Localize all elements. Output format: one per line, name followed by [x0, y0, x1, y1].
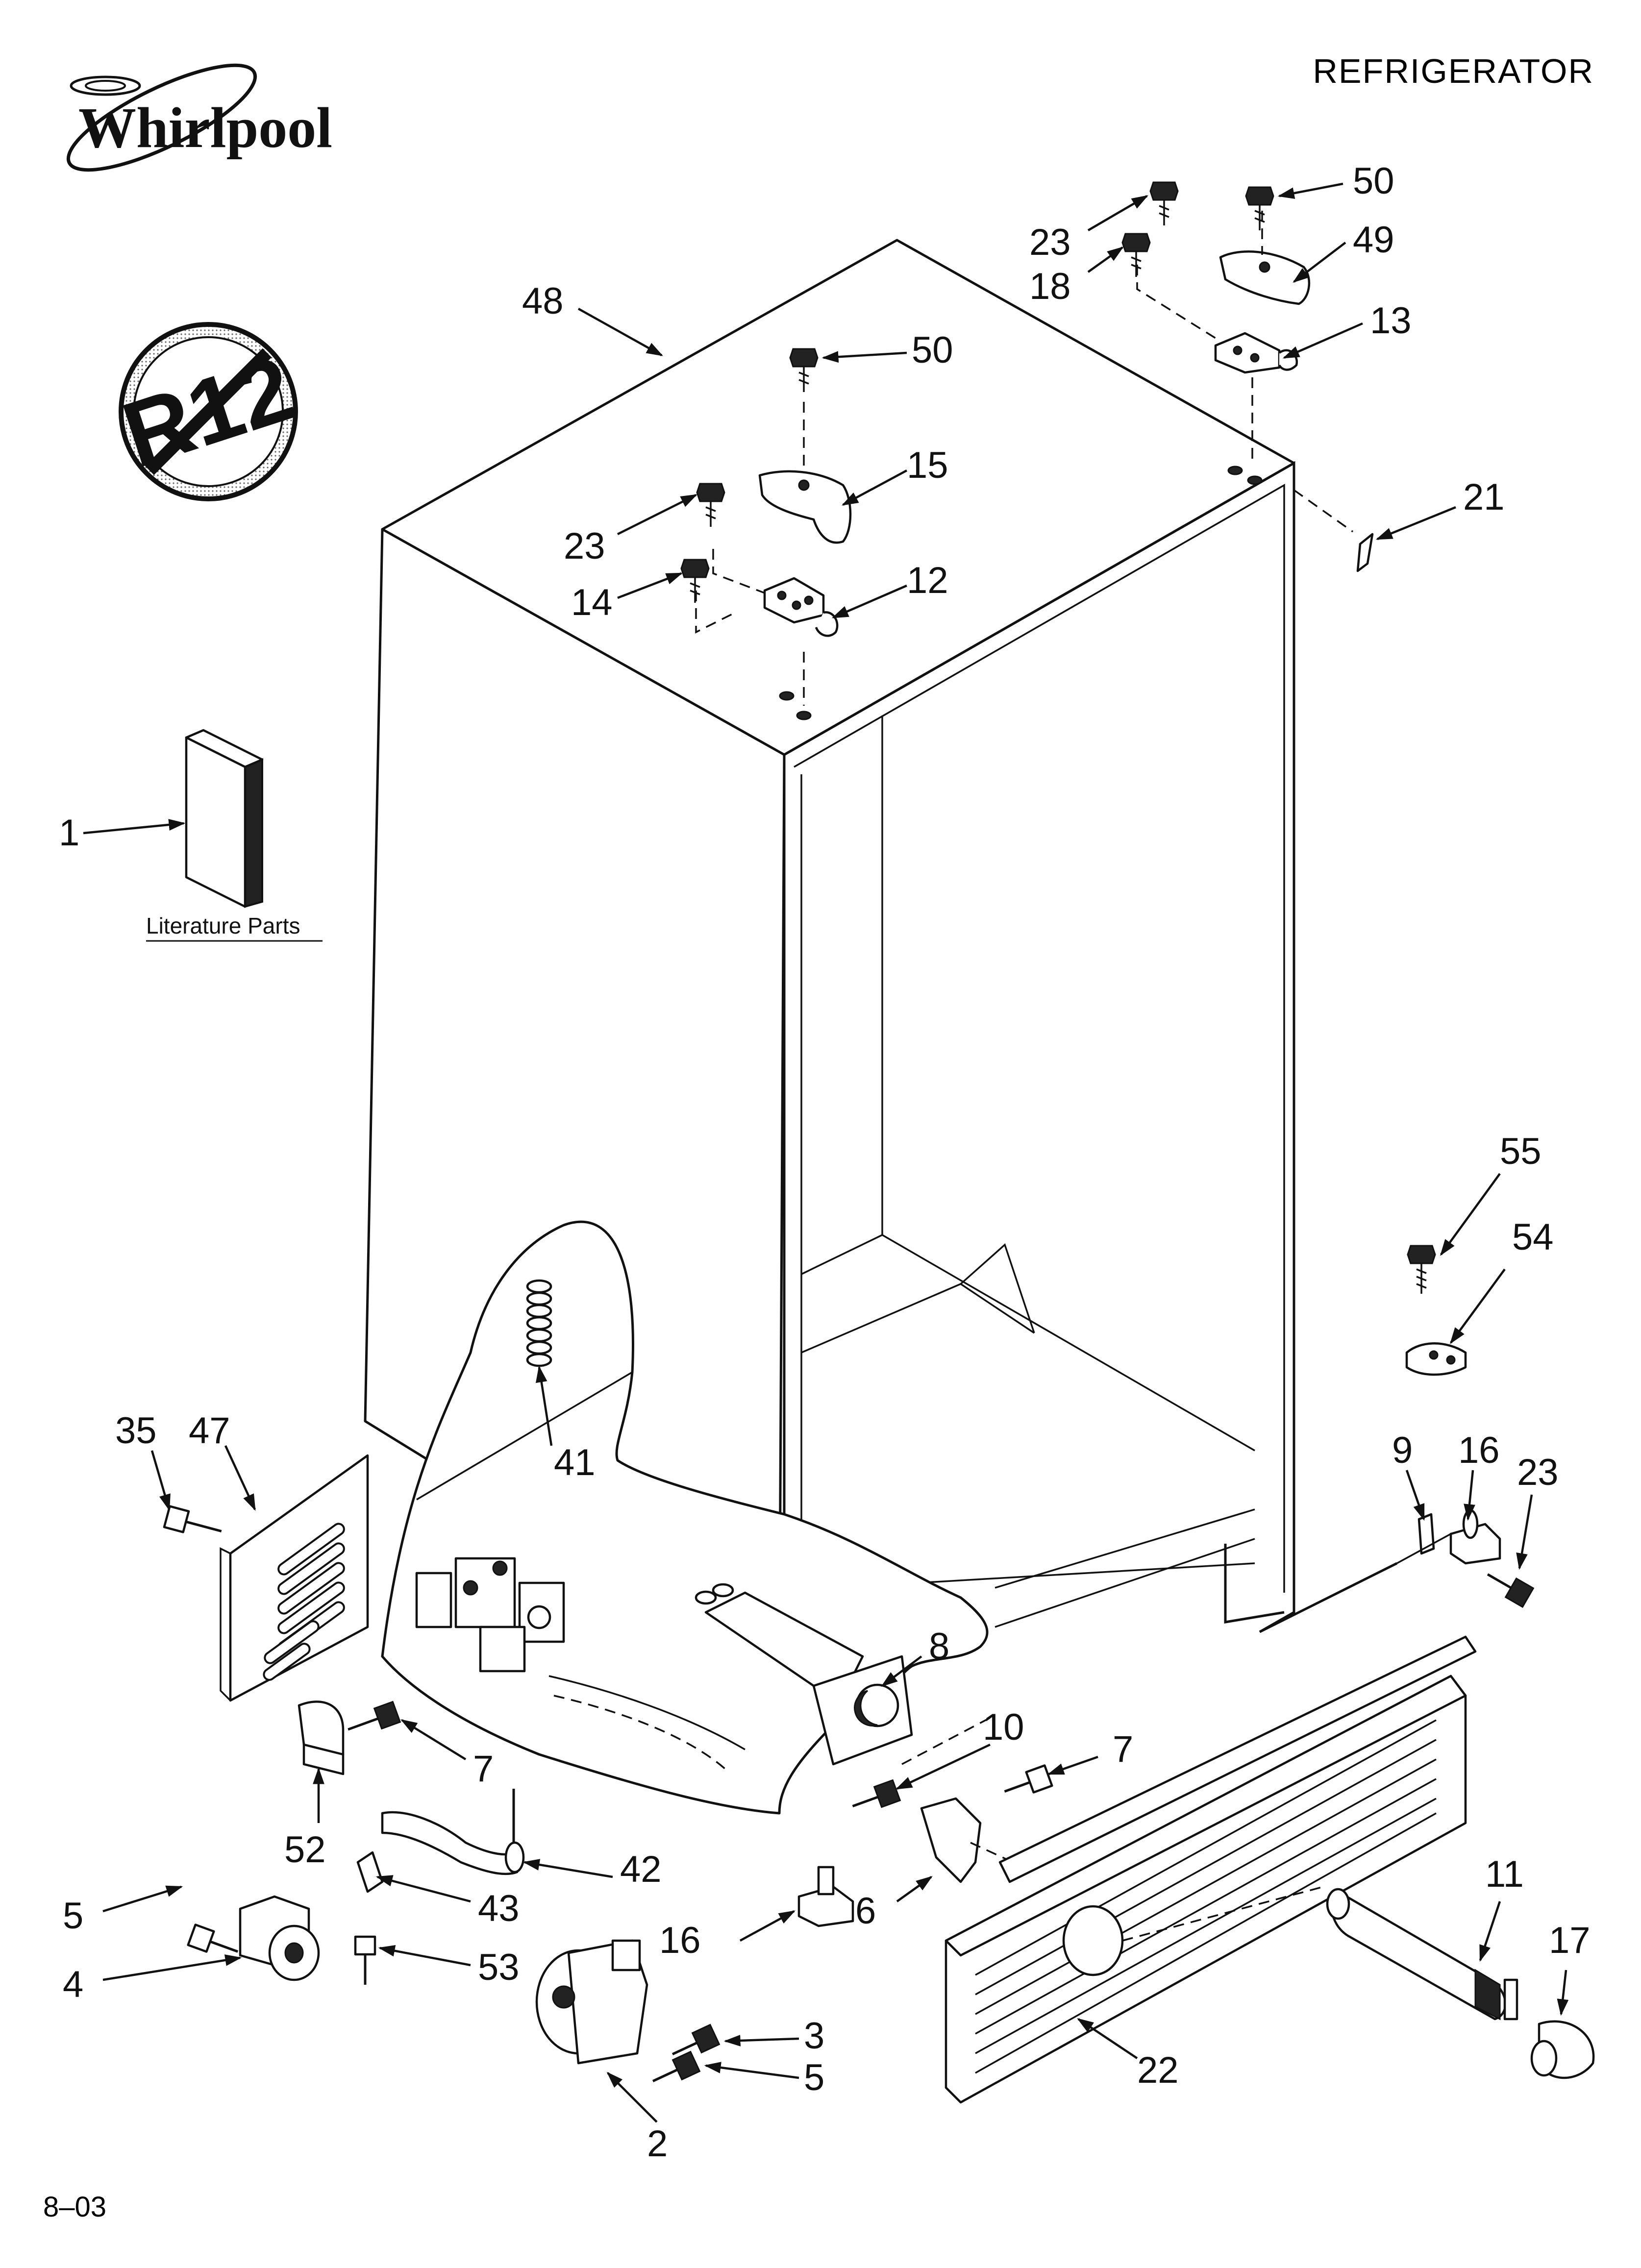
callout-23: 23 [1029, 222, 1071, 263]
brand-wordmark: Whirlpool [78, 96, 332, 160]
refrigerator-cabinet [364, 239, 1398, 1815]
callout-48: 48 [522, 280, 564, 322]
literature-booklet: Literature Parts [146, 729, 323, 942]
bracket-right [1396, 1509, 1501, 1565]
top-hinge-right [1136, 211, 1311, 485]
control-assembly [415, 1557, 565, 1673]
top-hinge-center [695, 402, 852, 720]
callout-16: 16 [1458, 1430, 1500, 1471]
callout-16: 16 [659, 1920, 701, 1961]
callout-8: 8 [929, 1626, 949, 1667]
callout-3: 3 [804, 2015, 824, 2057]
callout-12: 12 [907, 560, 948, 601]
water-filter [1326, 1888, 1518, 2021]
callout-15: 15 [907, 444, 948, 486]
callout-5: 5 [804, 2057, 824, 2098]
callout-55: 55 [1500, 1131, 1542, 1172]
toe-grille [945, 1635, 1477, 2104]
filter-cap [1530, 2020, 1595, 2079]
callout-2: 2 [647, 2123, 668, 2165]
callout-21: 21 [1463, 476, 1505, 518]
callout-22: 22 [1137, 2049, 1179, 2091]
revision-date: 8–03 [43, 2191, 107, 2223]
callout-7: 7 [473, 1748, 494, 1790]
spring [526, 1279, 552, 1367]
drain-tube [548, 1675, 746, 1770]
small-brackets [797, 1797, 1035, 1927]
lower-hinge [1405, 1342, 1467, 1376]
water-tube [356, 1789, 525, 1893]
rear-grille [220, 1454, 369, 1702]
callout-50: 50 [912, 329, 953, 371]
callout-49: 49 [1353, 219, 1394, 261]
callout-50: 50 [1353, 160, 1394, 202]
callout-54: 54 [1512, 1216, 1554, 1258]
no-r12-icon: R12 [111, 322, 306, 501]
callout-14: 14 [571, 582, 613, 623]
callout-13: 13 [1370, 300, 1412, 342]
roller-assembly [239, 1895, 320, 1981]
callout-11: 11 [1485, 1853, 1524, 1895]
page-title: REFRIGERATOR [1313, 52, 1594, 90]
callout-1: 1 [59, 812, 79, 854]
callout-4: 4 [63, 1964, 83, 2005]
wire-clip [298, 1701, 345, 1775]
tube-part [1293, 489, 1374, 572]
callout-23: 23 [564, 525, 605, 567]
callout-labels: 48 50 15 23 14 12 50 23 18 49 13 21 1 41… [59, 160, 1591, 2165]
literature-parts-label: Literature Parts [146, 913, 300, 938]
whirlpool-logo: Whirlpool [66, 63, 332, 172]
callout-53: 53 [478, 1947, 520, 1988]
callout-41: 41 [554, 1442, 596, 1483]
callout-23: 23 [1517, 1452, 1559, 1493]
callout-6: 6 [855, 1890, 876, 1932]
callout-5: 5 [63, 1895, 83, 1937]
callout-42: 42 [620, 1849, 662, 1890]
callout-10: 10 [983, 1706, 1024, 1748]
screw-icons [163, 181, 1535, 2082]
callout-18: 18 [1029, 266, 1071, 307]
callout-43: 43 [478, 1888, 520, 1929]
leveling-bracket [535, 1939, 648, 2065]
callout-17: 17 [1549, 1920, 1591, 1961]
leader-lines [83, 182, 1569, 2123]
callout-35: 35 [115, 1410, 157, 1452]
callout-9: 9 [1392, 1430, 1413, 1471]
callout-47: 47 [189, 1410, 230, 1452]
callout-7: 7 [1113, 1728, 1133, 1770]
callout-52: 52 [284, 1829, 326, 1871]
